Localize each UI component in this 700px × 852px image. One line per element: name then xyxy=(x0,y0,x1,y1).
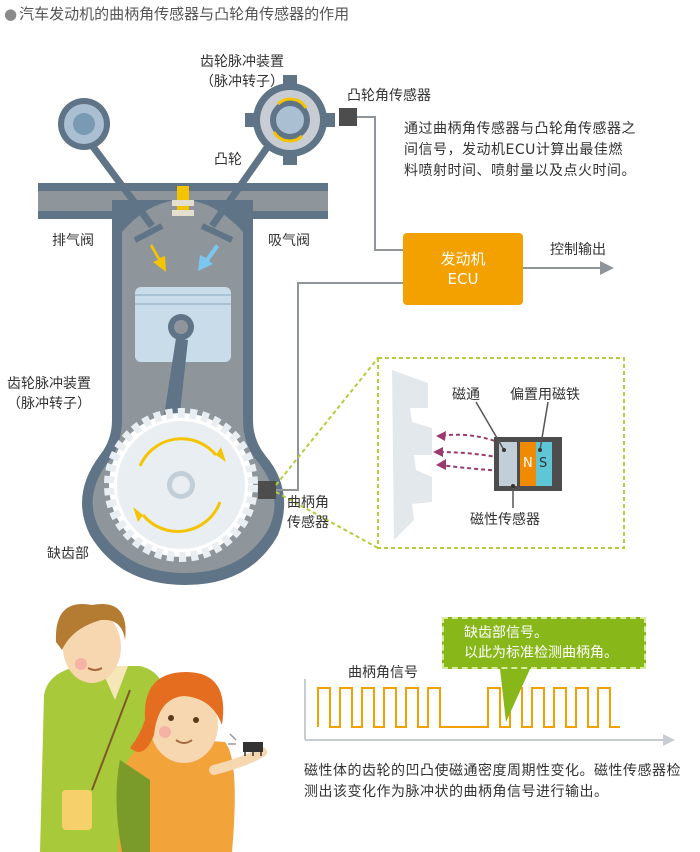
page-title: ●汽车发动机的曲柄角传感器与凸轮角传感器的作用 xyxy=(4,4,349,24)
pole-n-label: N xyxy=(523,456,533,471)
camshaft-gear-icon xyxy=(245,75,335,165)
description-bottom: 磁性体的齿轮的凹凸使磁通密度周期性变化。磁性传感器检测出该变化作为脉冲状的曲柄角… xyxy=(304,763,681,800)
crank-sensor-line2: 传感器 xyxy=(287,515,329,531)
bias-magnet-label: 偏置用磁铁 xyxy=(510,387,580,403)
crank-sensor-icon xyxy=(258,481,276,499)
title-bullet: ● xyxy=(4,5,18,23)
gear-pulse-top-line1: 齿轮脉冲装置 xyxy=(200,54,284,70)
magnet-pointer-dots xyxy=(502,448,542,488)
cam-sensor-icon xyxy=(339,108,357,126)
pole-s-label: S xyxy=(539,456,548,471)
exhaust-valve-label: 排气阀 xyxy=(52,233,94,249)
crank-signal-label: 曲柄角信号 xyxy=(348,665,418,681)
magnetic-flux-label: 磁通 xyxy=(452,387,480,403)
ecu-line2: ECU xyxy=(447,270,479,288)
crank-gear-icon xyxy=(104,408,258,562)
magnet-icon xyxy=(494,437,562,491)
missing-tooth-label: 缺齿部 xyxy=(47,546,89,562)
spark-plug-icon xyxy=(172,186,194,216)
gear-pulse-left-line1: 齿轮脉冲装置 xyxy=(7,376,91,392)
ecu-box: 发动机 ECU xyxy=(403,233,523,305)
flux-arrowheads xyxy=(433,431,446,470)
gear-pulse-top-line2: （脉冲转子） xyxy=(200,74,284,90)
exhaust-camshaft-icon xyxy=(58,98,110,150)
missing-tooth-callout: 缺齿部信号。 以此为标准检测曲柄角。 xyxy=(442,617,646,669)
ecu-line1: 发动机 xyxy=(440,250,486,268)
gear-pulse-left-line2: （脉冲转子） xyxy=(7,396,91,412)
control-output-label: 控制输出 xyxy=(550,242,606,258)
gear-pulse-left-label: 齿轮脉冲装置 （脉冲转子） xyxy=(7,374,91,414)
gear-pulse-top-label: 齿轮脉冲装置 （脉冲转子） xyxy=(200,52,284,92)
people-illustration xyxy=(40,604,267,852)
callout-pointer xyxy=(500,669,530,722)
description-top: 通过曲柄角传感器与凸轮角传感器之间信号，发动机ECU计算出最佳燃料喷射时间、喷射… xyxy=(404,121,636,179)
intake-flow-arrow xyxy=(198,244,219,271)
crank-signal-trace xyxy=(317,687,620,728)
signal-axis xyxy=(304,679,675,746)
title-text: 汽车发动机的曲柄角传感器与凸轮角传感器的作用 xyxy=(19,5,350,23)
control-output-arrow xyxy=(600,261,614,275)
sensor-wiring xyxy=(276,116,602,491)
callout-line2: 以此为标准检测曲柄角。 xyxy=(464,645,618,661)
cam-sensor-label: 凸轮角传感器 xyxy=(347,88,431,104)
exhaust-valve-icon xyxy=(85,137,164,243)
magnet-pointers xyxy=(475,401,549,508)
magnetic-sensor-label: 磁性传感器 xyxy=(470,512,540,528)
sensor-chip-icon xyxy=(228,733,263,756)
crank-sensor-label: 曲柄角 传感器 xyxy=(287,493,329,533)
callout-line1: 缺齿部信号。 xyxy=(464,625,548,641)
crank-sensor-line1: 曲柄角 xyxy=(287,495,329,511)
cam-label: 凸轮 xyxy=(214,152,242,168)
exhaust-flow-arrow xyxy=(150,244,166,272)
intake-valve-label: 吸气阀 xyxy=(268,233,310,249)
